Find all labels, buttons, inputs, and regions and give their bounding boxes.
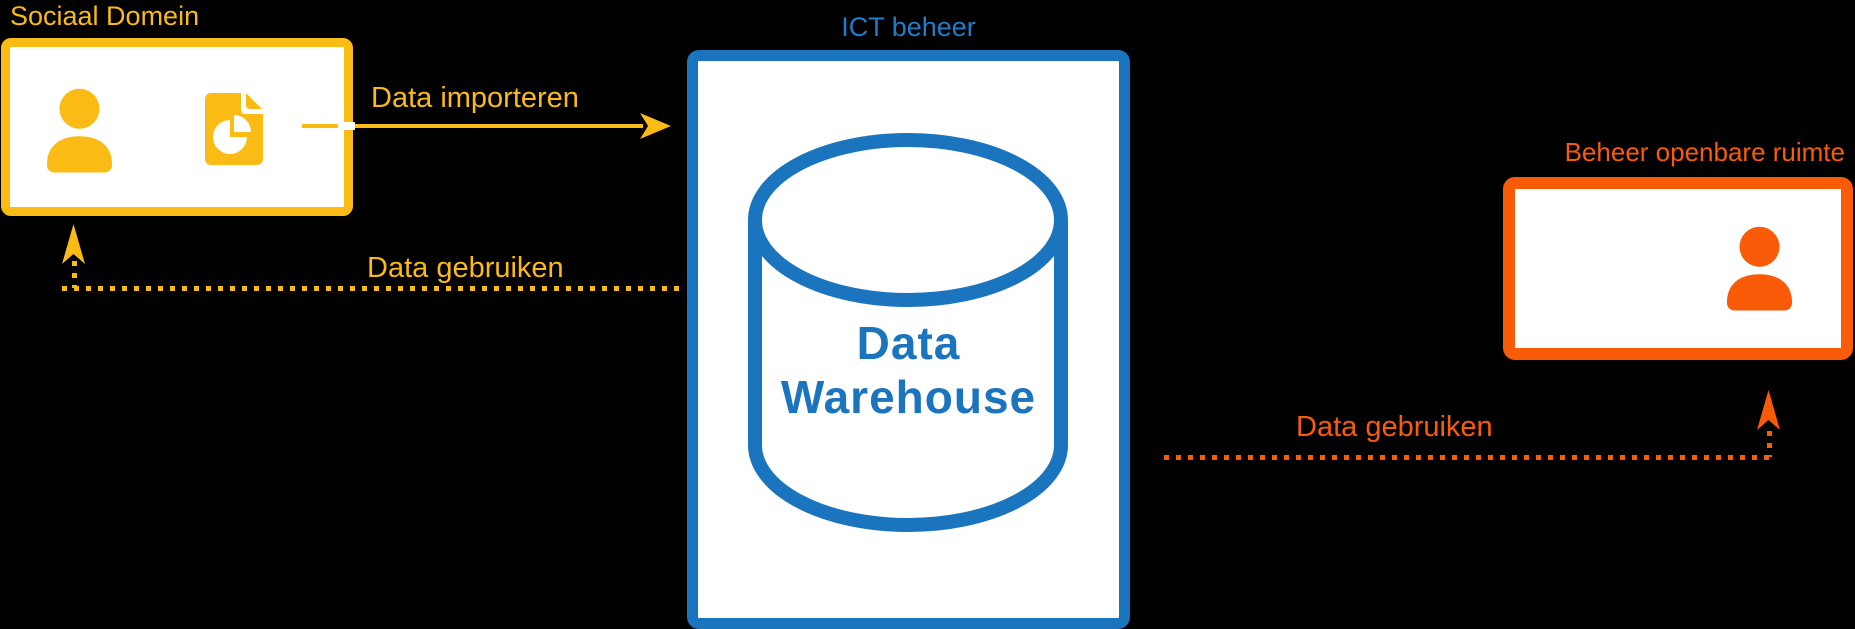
- person-icon: [47, 88, 112, 173]
- sociaal-domein-title: Sociaal Domein: [10, 1, 200, 31]
- import-arrow-border-gap: [338, 122, 355, 130]
- dotted-line-vertical: [72, 261, 77, 288]
- database-label-line2: Warehouse: [780, 371, 1037, 423]
- import-arrow-line: [355, 124, 643, 128]
- database-label-line1: Data: [856, 317, 961, 369]
- sociaal-domein-box: [1, 38, 353, 216]
- person-icon: [1727, 226, 1792, 311]
- dotted-line-vertical: [1767, 431, 1772, 457]
- database-cylinder-icon: [748, 133, 1068, 532]
- arrow-up-icon: [1757, 390, 1780, 430]
- beheer-openbare-ruimte-title: Beheer openbare ruimte: [1564, 137, 1845, 167]
- data-gebruiken-links-label: Data gebruiken: [367, 252, 564, 284]
- data-gebruiken-rechts-label: Data gebruiken: [1296, 411, 1493, 443]
- arrow-up-icon: [62, 224, 85, 264]
- ict-beheer-title: ICT beheer: [841, 12, 976, 42]
- data-importeren-label: Data importeren: [371, 82, 579, 114]
- pie-chart-document-icon: [205, 93, 263, 165]
- dotted-line-horizontal: [1164, 455, 1773, 460]
- beheer-openbare-ruimte-box: [1503, 177, 1853, 360]
- dotted-line-horizontal: [62, 286, 683, 291]
- import-arrow-line: [302, 124, 338, 128]
- ict-beheer-box: Data Warehouse: [687, 50, 1130, 629]
- arrow-right-icon: [640, 113, 671, 139]
